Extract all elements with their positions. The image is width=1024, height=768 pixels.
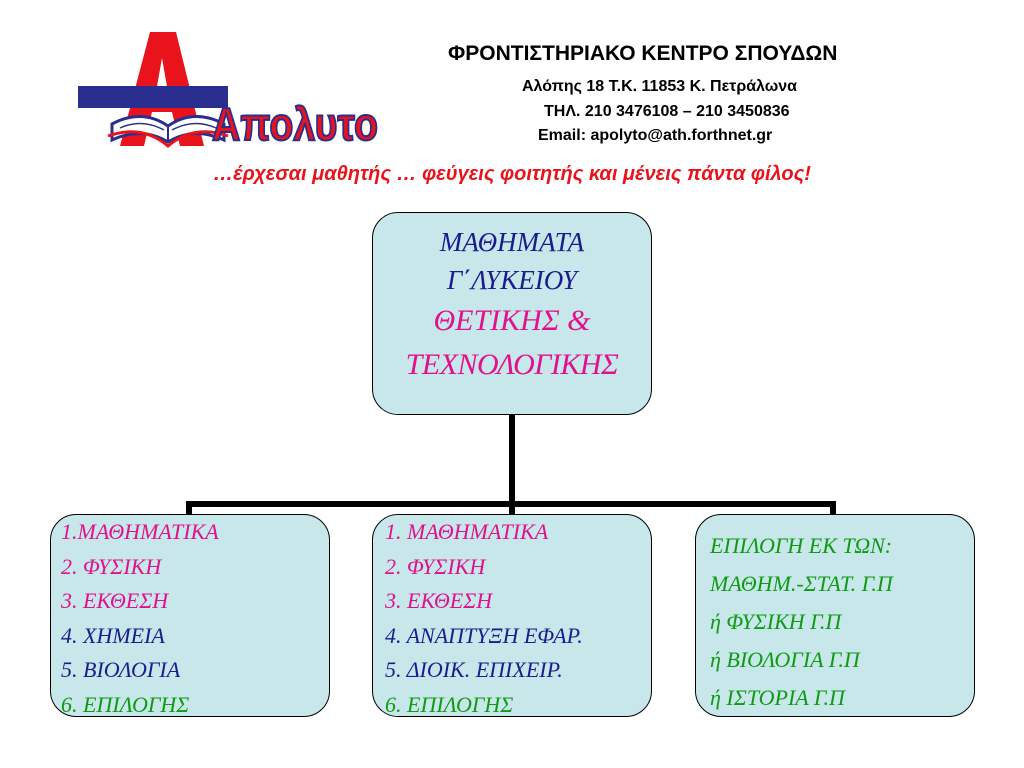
branch-2-item: 4. ΑΝΑΠΤΥΞΗ ΕΦΑΡ. [385, 622, 583, 648]
school-phone: ΤΗΛ. 210 3476108 – 210 3450836 [544, 103, 790, 120]
branch-2-item: 3. ΕΚΘΕΣΗ [385, 588, 493, 613]
branch-3-item: ή ΒΙΟΛΟΓΙΑ Γ.Π [710, 647, 860, 672]
branch-3-item: ή ΦΥΣΙΚΗ Γ.Π [710, 609, 842, 634]
school-email: Email: apolyto@ath.forthnet.gr [538, 127, 773, 144]
school-name: ΦΡΟΝΤΙΣΤΗΡΙΑΚΟ ΚΕΝΤΡΟ ΣΠΟΥΔΩΝ [448, 42, 838, 65]
root-node: ΜΑΘΗΜΑΤΑ Γ΄ΛΥΚΕΙΟΥ ΘΕΤΙΚΗΣ & ΤΕΧΝΟΛΟΓΙΚΗ… [372, 212, 652, 415]
branch-node-1: 1.ΜΑΘΗΜΑΤΙΚΑ 2. ΦΥΣΙΚΗ 3. ΕΚΘΕΣΗ 4. ΧΗΜΕΙΑ 5… [50, 514, 330, 717]
branch-3-item: ή ΙΣΤΟΡΙΑ Γ.Π [710, 685, 845, 710]
apolyto-logo: Απολυτο [78, 32, 379, 151]
branch-3-item: ΜΑΘΗΜ.-ΣΤΑΤ. Γ.Π [710, 571, 893, 596]
branch-1-item: 4. ΧΗΜΕΙΑ [61, 622, 165, 648]
root-line-1: ΜΑΘΗΜΑΤΑ [439, 227, 585, 257]
branch-2-item: 2. ΦΥΣΙΚΗ [385, 553, 486, 579]
branch-3-item: ΕΠΙΛΟΓΗ ΕΚ ΤΩΝ: [710, 533, 893, 558]
branch-1-item: 2. ΦΥΣΙΚΗ [61, 553, 162, 579]
branch-2-item: 1. ΜΑΘΗΜΑΤΙΚΑ [385, 519, 549, 544]
logo-crossbar [78, 86, 228, 108]
root-line-3: ΘΕΤΙΚΗΣ & [433, 304, 591, 337]
branch-1-item: 5. ΒΙΟΛΟΓΙΑ [61, 657, 181, 682]
branch-1-item: 3. ΕΚΘΕΣΗ [61, 588, 169, 613]
branch-2-item: 5. ΔΙΟΙΚ. ΕΠΙΧΕΙΡ. [385, 657, 563, 682]
school-motto: …έρχεσαι μαθητής … φεύγεις φοιτητής και … [213, 163, 811, 185]
branch-node-2: 1. ΜΑΘΗΜΑΤΙΚΑ 2. ΦΥΣΙΚΗ 3. ΕΚΘΕΣΗ 4. ΑΝΑΠΤΥ… [372, 514, 652, 717]
branch-2-item: 6. ΕΠΙΛΟΓΗΣ [385, 691, 514, 717]
root-line-4: ΤΕΧΝΟΛΟΓΙΚΗΣ [405, 348, 619, 381]
branch-node-3: ΕΠΙΛΟΓΗ ΕΚ ΤΩΝ: ΜΑΘΗΜ.-ΣΤΑΤ. Γ.Π ή ΦΥΣΙΚΗ … [695, 514, 975, 717]
open-book-icon [107, 115, 229, 148]
branch-1-item: 6. ΕΠΙΛΟΓΗΣ [61, 691, 190, 717]
logo-brand: Απολυτο [212, 98, 378, 150]
school-address: Αλόπης 18 Τ.Κ. 11853 Κ. Πετράλωνα [522, 78, 797, 95]
branch-1-item: 1.ΜΑΘΗΜΑΤΙΚΑ [61, 519, 219, 544]
root-line-2: Γ΄ΛΥΚΕΙΟΥ [446, 265, 578, 295]
